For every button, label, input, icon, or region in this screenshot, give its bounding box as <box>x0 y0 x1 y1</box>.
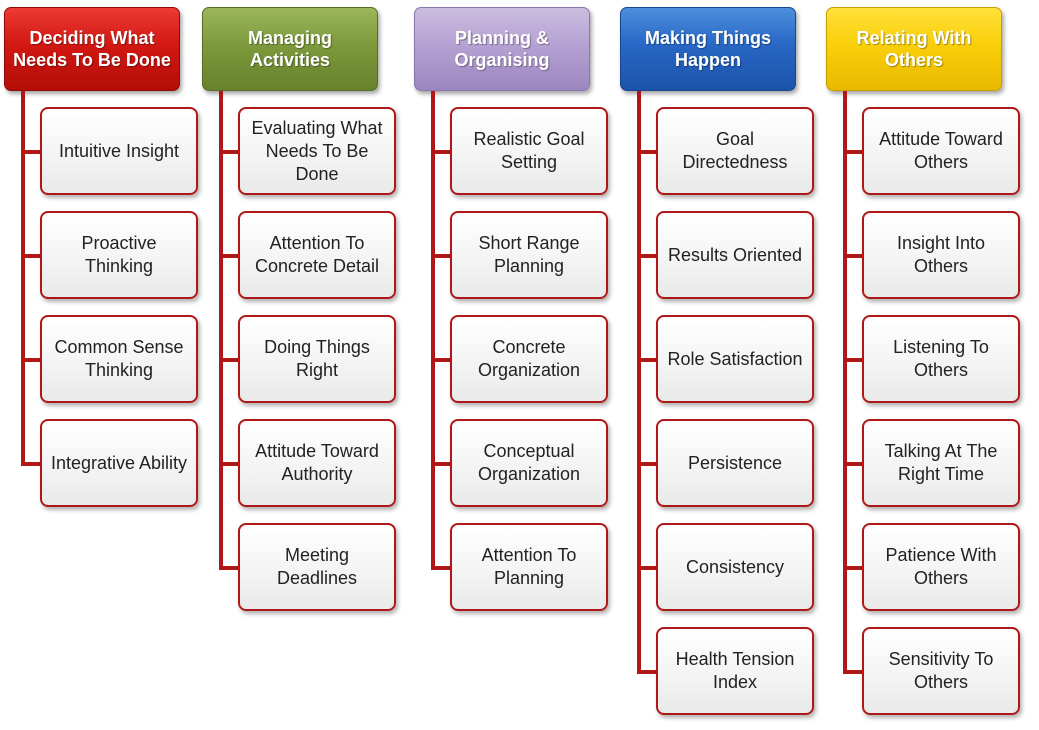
competency-item: Realistic Goal Setting <box>414 107 614 197</box>
competency-item: Attention To Concrete Detail <box>202 211 402 301</box>
competency-box: Results Oriented <box>656 211 814 299</box>
competency-item: Listening To Others <box>826 315 1026 405</box>
connector-line <box>21 91 25 465</box>
connector-line <box>219 91 223 569</box>
competency-item: Talking At The Right Time <box>826 419 1026 509</box>
competency-item: Persistence <box>620 419 820 509</box>
branch-connector <box>637 358 657 362</box>
competency-item: Insight Into Others <box>826 211 1026 301</box>
branch-connector <box>843 670 863 674</box>
branch-connector <box>637 254 657 258</box>
branch-connector <box>843 254 863 258</box>
competency-item: Proactive Thinking <box>4 211 204 301</box>
branch-connector <box>219 566 239 570</box>
competency-box: Insight Into Others <box>862 211 1020 299</box>
competency-box: Proactive Thinking <box>40 211 198 299</box>
competency-box: Attitude Toward Others <box>862 107 1020 195</box>
connector-line <box>431 91 435 569</box>
competency-box: Realistic Goal Setting <box>450 107 608 195</box>
competency-item: Evaluating What Needs To Be Done <box>202 107 402 197</box>
competency-item: Role Satisfaction <box>620 315 820 405</box>
competency-box: Health Tension Index <box>656 627 814 715</box>
branch-connector <box>637 462 657 466</box>
branch-connector <box>21 254 41 258</box>
column-header: Managing Activities <box>202 7 378 91</box>
competency-box: Goal Directedness <box>656 107 814 195</box>
branch-connector <box>431 462 451 466</box>
column-deciding-what-needs-to-be-done: Deciding What Needs To Be Done Intuitive… <box>4 0 214 730</box>
column-header: Relating With Others <box>826 7 1002 91</box>
competency-box: Meeting Deadlines <box>238 523 396 611</box>
competency-box: Patience With Others <box>862 523 1020 611</box>
competency-box: Integrative Ability <box>40 419 198 507</box>
competency-box: Evaluating What Needs To Be Done <box>238 107 396 195</box>
competency-item: Attitude Toward Others <box>826 107 1026 197</box>
competency-item: Results Oriented <box>620 211 820 301</box>
competency-item: Attitude Toward Authority <box>202 419 402 509</box>
competency-box: Attitude Toward Authority <box>238 419 396 507</box>
competency-item: Conceptual Organization <box>414 419 614 509</box>
branch-connector <box>843 358 863 362</box>
connector-line <box>843 91 847 673</box>
connector-line <box>637 91 641 673</box>
competency-item: Short Range Planning <box>414 211 614 301</box>
competency-box: Role Satisfaction <box>656 315 814 403</box>
column-relating-with-others: Relating With Others Attitude Toward Oth… <box>826 0 1036 730</box>
competency-box: Intuitive Insight <box>40 107 198 195</box>
column-header: Making Things Happen <box>620 7 796 91</box>
branch-connector <box>843 462 863 466</box>
competency-box: Short Range Planning <box>450 211 608 299</box>
competency-box: Sensitivity To Others <box>862 627 1020 715</box>
column-planning-and-organising: Planning & Organising Realistic Goal Set… <box>414 0 624 730</box>
competency-item: Doing Things Right <box>202 315 402 405</box>
branch-connector <box>431 150 451 154</box>
branch-connector <box>219 254 239 258</box>
competency-box: Attention To Planning <box>450 523 608 611</box>
column-header: Deciding What Needs To Be Done <box>4 7 180 91</box>
branch-connector <box>637 150 657 154</box>
competency-box: Persistence <box>656 419 814 507</box>
competency-item: Health Tension Index <box>620 627 820 717</box>
branch-connector <box>219 358 239 362</box>
competency-box: Doing Things Right <box>238 315 396 403</box>
competency-item: Integrative Ability <box>4 419 204 509</box>
competency-item: Patience With Others <box>826 523 1026 613</box>
branch-connector <box>21 358 41 362</box>
branch-connector <box>843 150 863 154</box>
competency-item: Attention To Planning <box>414 523 614 613</box>
branch-connector <box>431 566 451 570</box>
competency-item: Goal Directedness <box>620 107 820 197</box>
branch-connector <box>431 358 451 362</box>
competency-item: Meeting Deadlines <box>202 523 402 613</box>
branch-connector <box>637 566 657 570</box>
competency-box: Attention To Concrete Detail <box>238 211 396 299</box>
column-making-things-happen: Making Things Happen Goal Directedness R… <box>620 0 830 730</box>
competency-item: Sensitivity To Others <box>826 627 1026 717</box>
competency-box: Listening To Others <box>862 315 1020 403</box>
competency-item: Concrete Organization <box>414 315 614 405</box>
competency-box: Consistency <box>656 523 814 611</box>
competency-box: Concrete Organization <box>450 315 608 403</box>
column-header: Planning & Organising <box>414 7 590 91</box>
branch-connector <box>637 670 657 674</box>
branch-connector <box>431 254 451 258</box>
competency-item: Consistency <box>620 523 820 613</box>
competency-item: Intuitive Insight <box>4 107 204 197</box>
branch-connector <box>219 150 239 154</box>
branch-connector <box>219 462 239 466</box>
competency-box: Talking At The Right Time <box>862 419 1020 507</box>
branch-connector <box>21 150 41 154</box>
competency-box: Common Sense Thinking <box>40 315 198 403</box>
branch-connector <box>21 462 41 466</box>
branch-connector <box>843 566 863 570</box>
competency-item: Common Sense Thinking <box>4 315 204 405</box>
column-managing-activities: Managing Activities Evaluating What Need… <box>202 0 412 730</box>
competency-box: Conceptual Organization <box>450 419 608 507</box>
